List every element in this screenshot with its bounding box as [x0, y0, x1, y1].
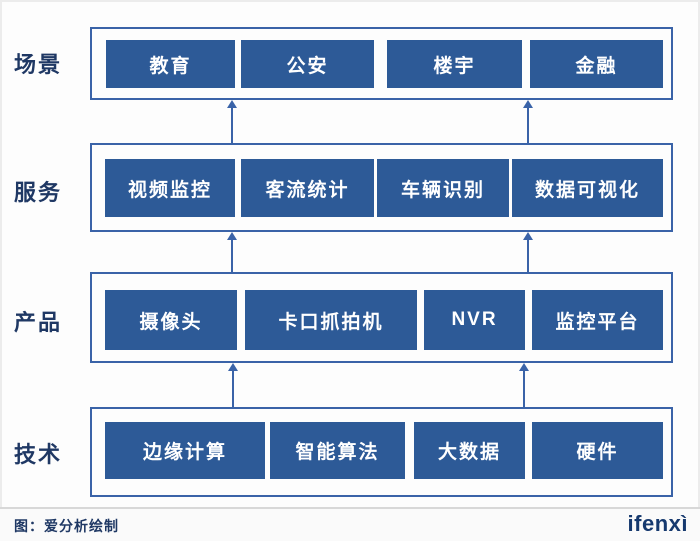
up-arrow-icon [522, 232, 534, 272]
layer-label-scenarios: 场景 [14, 52, 63, 77]
arrow-line [231, 108, 233, 143]
footer-bar: 图：爱分析绘制 ifenxì [0, 507, 700, 541]
arrow-line [232, 371, 234, 407]
up-arrow-icon [227, 363, 239, 407]
scenario-box: 楼宇 [387, 40, 522, 88]
scenario-box: 教育 [106, 40, 235, 88]
service-box: 视频监控 [105, 159, 235, 217]
arrow-line [523, 371, 525, 407]
product-box: NVR [424, 290, 525, 350]
arrow-head-icon [523, 100, 533, 108]
products-container: 摄像头 卡口抓拍机 NVR 监控平台 [90, 272, 673, 363]
arrow-head-icon [227, 100, 237, 108]
scenarios-container: 教育 公安 楼宇 金融 [90, 27, 673, 100]
layer-label-services: 服务 [14, 180, 63, 205]
scenario-box: 公安 [241, 40, 374, 88]
up-arrow-icon [226, 232, 238, 272]
product-box: 卡口抓拍机 [245, 290, 417, 350]
arrow-head-icon [228, 363, 238, 371]
arrow-line [527, 240, 529, 272]
technology-box: 智能算法 [270, 422, 405, 479]
up-arrow-icon [226, 100, 238, 143]
up-arrow-icon [518, 363, 530, 407]
ifenxi-logo: ifenxì [627, 511, 688, 536]
arrow-line [231, 240, 233, 272]
arrow-head-icon [519, 363, 529, 371]
arrow-line [527, 108, 529, 143]
service-box: 客流统计 [241, 159, 374, 217]
scenario-box: 金融 [530, 40, 663, 88]
technology-box: 硬件 [532, 422, 663, 479]
arrow-head-icon [523, 232, 533, 240]
service-box: 车辆识别 [377, 159, 509, 217]
arrow-head-icon [227, 232, 237, 240]
product-box: 摄像头 [105, 290, 237, 350]
product-box: 监控平台 [532, 290, 663, 350]
technology-box: 大数据 [414, 422, 525, 479]
layer-label-products: 产品 [14, 310, 63, 335]
source-caption: 图：爱分析绘制 [14, 518, 119, 534]
technology-box: 边缘计算 [105, 422, 265, 479]
services-container: 视频监控 客流统计 车辆识别 数据可视化 [90, 143, 673, 232]
service-box: 数据可视化 [512, 159, 663, 217]
layer-label-technology: 技术 [14, 442, 63, 467]
up-arrow-icon [522, 100, 534, 143]
technology-container: 边缘计算 智能算法 大数据 硬件 [90, 407, 673, 497]
